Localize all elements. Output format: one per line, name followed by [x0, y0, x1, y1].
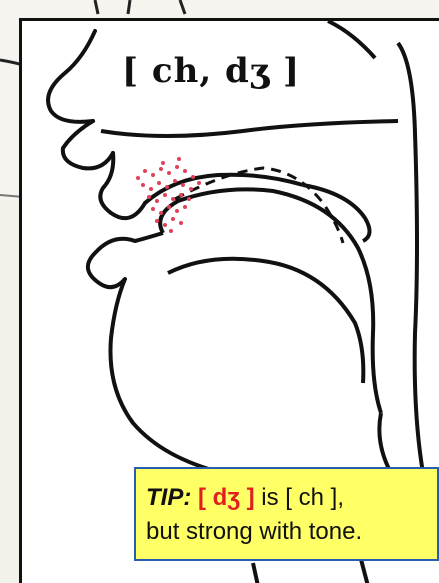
tip-label: TIP:: [146, 484, 191, 511]
phoneme-label: [ ch, dʒ ]: [122, 51, 300, 91]
jaw-inner: [168, 259, 363, 383]
tongue: [160, 189, 381, 413]
upper-lip: [63, 121, 113, 168]
pharynx-back-wall: [398, 43, 423, 473]
chin-jaw: [110, 279, 223, 473]
lower-teeth: [135, 233, 163, 241]
tip-phoneme: [ dʒ ]: [198, 484, 255, 511]
pharynx-back-wall-top: [328, 21, 375, 58]
mouth-diagram-card: [ ch, dʒ ] TIP: [ dʒ ] is [ ch ], but st…: [19, 18, 439, 583]
tip-box: TIP: [ dʒ ] is [ ch ], but strong with t…: [134, 467, 439, 561]
tip-line-1: TIP: [ dʒ ] is [ ch ],: [146, 481, 437, 515]
lower-lip: [88, 239, 135, 287]
tip-line-2: but strong with tone.: [146, 515, 437, 549]
nasal-floor: [101, 121, 398, 136]
soft-palate: [303, 185, 370, 241]
tip-line-1-rest: is [ ch ],: [255, 484, 344, 511]
nose-outline: [48, 31, 95, 122]
throat-front: [379, 413, 391, 473]
